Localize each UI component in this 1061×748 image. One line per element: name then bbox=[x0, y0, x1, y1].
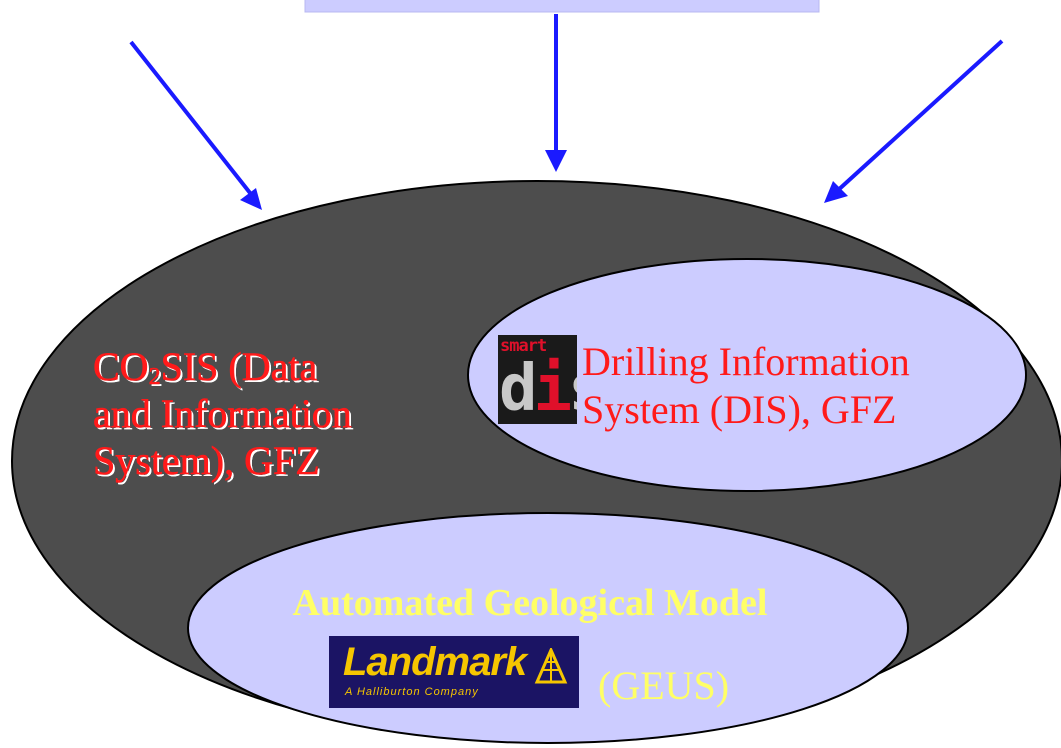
arrow-down-icon bbox=[545, 14, 567, 172]
co2sis-line1: CO2SIS (Data bbox=[93, 343, 393, 390]
co2sis-label: CO2SIS (Data and Information System), GF… bbox=[93, 343, 393, 484]
arrow-down-left-icon bbox=[824, 39, 1004, 203]
landmark-logo-tagline: A Halliburton Company bbox=[345, 686, 479, 698]
top-box bbox=[304, 0, 820, 13]
co2sis-co: CO bbox=[93, 344, 149, 390]
landmark-logo-brand: Landmark bbox=[343, 640, 527, 684]
arrow-down-right-icon bbox=[129, 40, 262, 210]
landmark-derrick-icon bbox=[534, 648, 568, 684]
smart-dis-logo: smart dis bbox=[498, 335, 577, 424]
co2sis-line2: and Information bbox=[93, 391, 352, 437]
geomodel-title: Automated Geological Model bbox=[292, 582, 768, 624]
geomodel-ellipse bbox=[187, 512, 909, 744]
co2sis-subscript: 2 bbox=[148, 364, 161, 390]
dis-label: Drilling Information System (DIS), GFZ bbox=[582, 338, 1012, 434]
dis-line1: Drilling Information bbox=[582, 339, 910, 384]
co2sis-line3: System), GFZ bbox=[93, 438, 320, 484]
landmark-logo: Landmark A Halliburton Company bbox=[329, 636, 579, 708]
co2sis-sis: SIS (Data bbox=[160, 344, 318, 390]
smart-dis-logo-dis: dis bbox=[499, 352, 577, 424]
dis-ellipse bbox=[467, 258, 1027, 492]
smart-dis-logo-smart: smart bbox=[500, 336, 547, 356]
geus-label: (GEUS) bbox=[598, 663, 730, 708]
dis-line2: System (DIS), GFZ bbox=[582, 387, 897, 432]
